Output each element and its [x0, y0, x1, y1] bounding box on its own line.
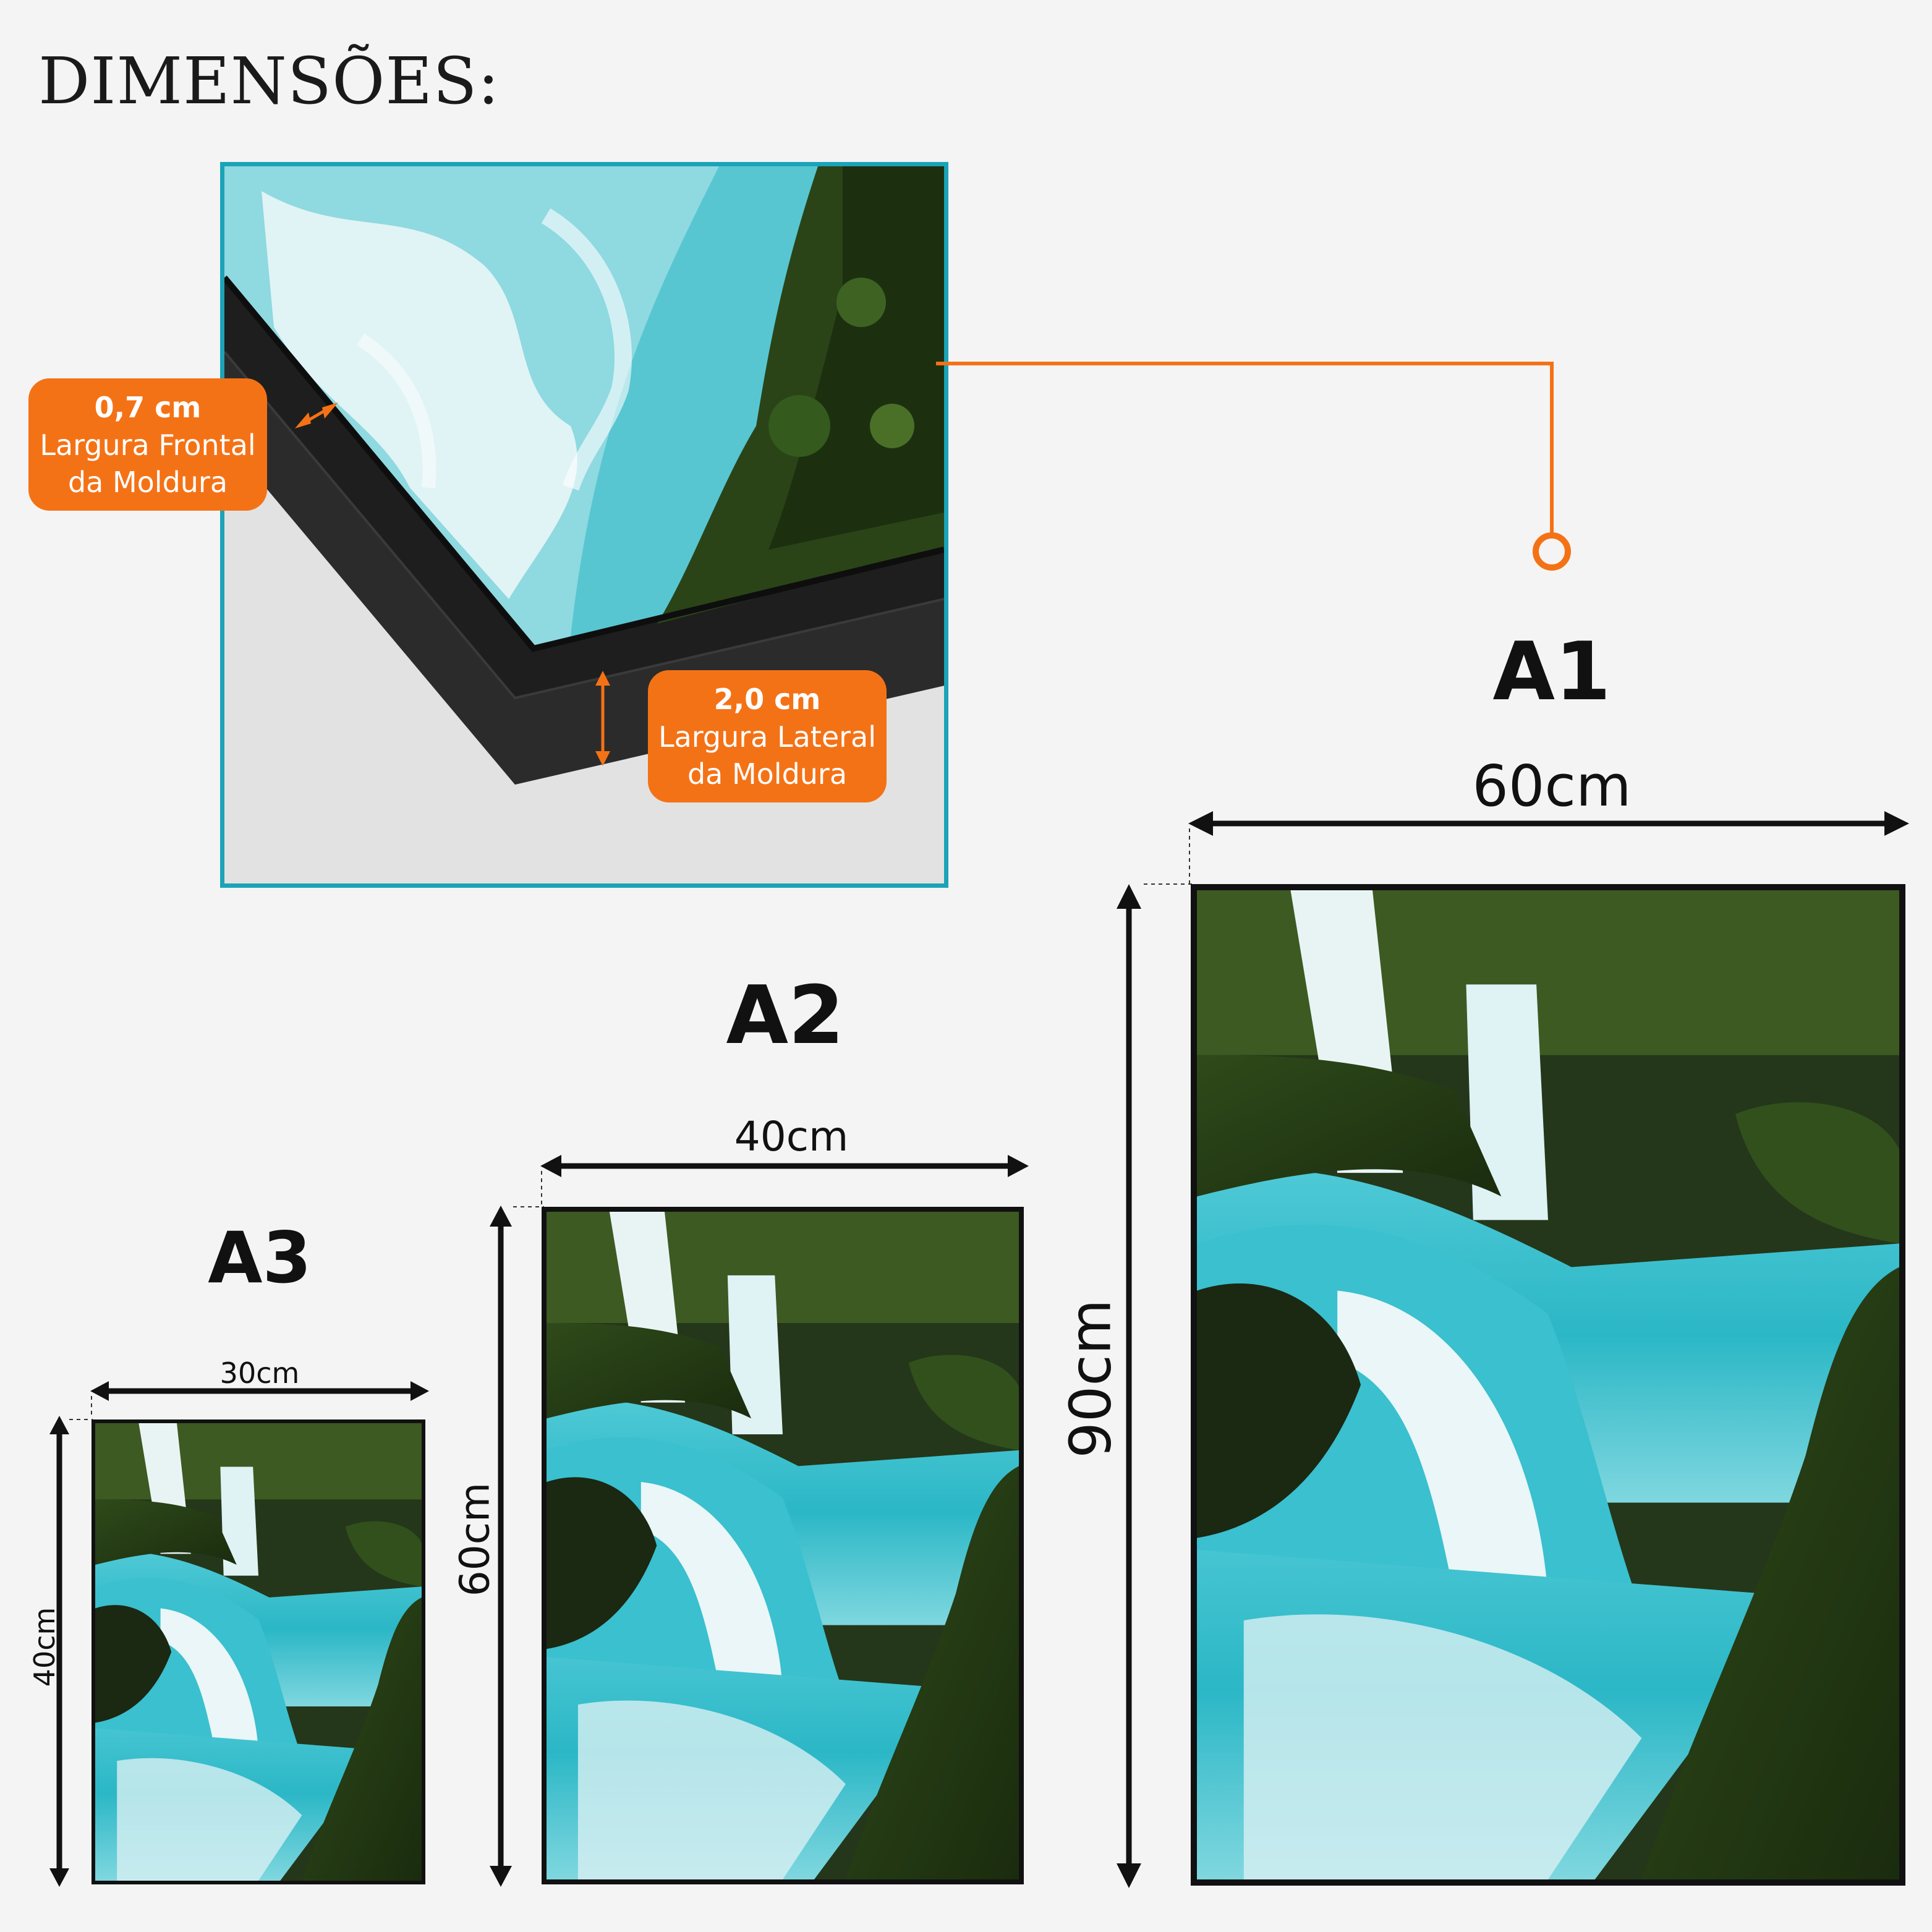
size-a2-label: A2	[726, 968, 845, 1062]
size-a3-height-label: 40cm	[28, 1607, 61, 1687]
size-a1-poster	[1191, 884, 1905, 1886]
size-a2-poster	[542, 1207, 1024, 1884]
size-a3-width-label: 30cm	[219, 1356, 300, 1390]
size-a2-width-label: 40cm	[734, 1113, 849, 1160]
size-a2-height-label: 60cm	[451, 1482, 499, 1597]
size-a1-label: A1	[1492, 624, 1611, 718]
side-width-label-line1: Largura Lateral	[658, 720, 877, 754]
size-a1-width-label: 60cm	[1472, 753, 1632, 819]
size-a1-height-label: 90cm	[1057, 1299, 1124, 1458]
front-width-label-line1: Largura Frontal	[40, 428, 256, 462]
side-width-badge: 2,0 cm Largura Lateral da Moldura	[648, 670, 887, 802]
front-width-badge: 0,7 cm Largura Frontal da Moldura	[28, 378, 267, 511]
size-a3-poster	[91, 1419, 425, 1884]
front-width-value: 0,7 cm	[94, 391, 202, 424]
connector-line	[936, 362, 1554, 537]
side-width-value: 2,0 cm	[713, 683, 821, 716]
page-title: DIMENSÕES:	[38, 43, 500, 119]
side-width-label-line2: da Moldura	[687, 757, 848, 791]
front-width-label-line2: da Moldura	[67, 466, 228, 499]
size-a3-label: A3	[208, 1217, 312, 1299]
connector-dot	[1533, 532, 1571, 571]
